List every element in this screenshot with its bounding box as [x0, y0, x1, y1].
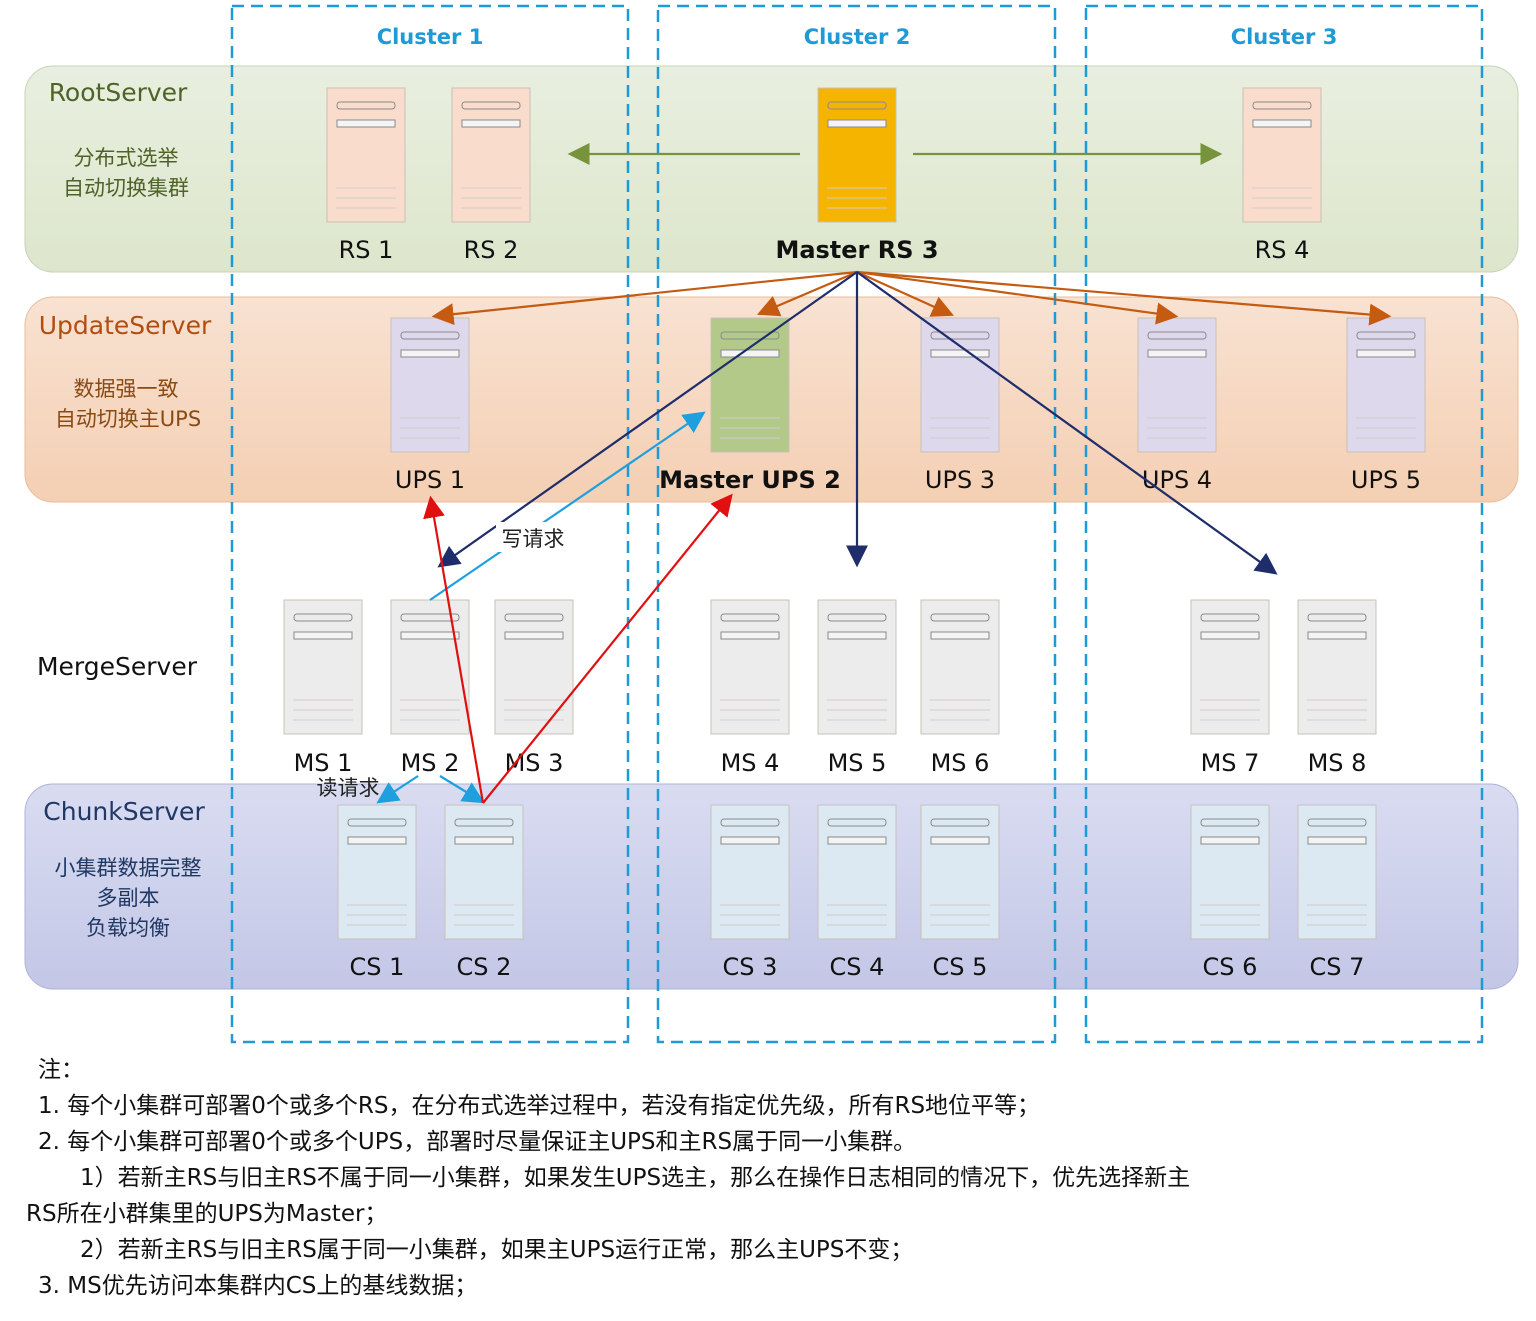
cs-server-3[interactable] — [710, 804, 790, 940]
rs-to-ms-c3-arrow — [856, 271, 1278, 575]
arrows — [376, 143, 1392, 804]
rs-server-4[interactable] — [1242, 87, 1322, 223]
note-1: 1. 每个小集群可部署0个或多个RS，在分布式选举过程中，若没有指定优先级，所有… — [38, 1093, 1041, 1119]
chunkserver-desc-2: 多副本 — [97, 886, 160, 910]
ups-label-3: UPS 3 — [925, 466, 995, 494]
cluster-1-label: Cluster 1 — [377, 25, 484, 49]
ms-server-1[interactable] — [283, 599, 363, 735]
ups-server-2[interactable] — [710, 317, 790, 453]
note-2-1: 1）若新主RS与旧主RS不属于同一小集群，如果发生UPS选主，那么在操作日志相同… — [80, 1165, 1191, 1191]
ms-label-7: MS 7 — [1201, 749, 1260, 777]
cluster-2-box — [656, 4, 1057, 1044]
ups-server-1[interactable] — [390, 317, 470, 453]
cs-server-7[interactable] — [1297, 804, 1377, 940]
rs-server-2[interactable] — [451, 87, 531, 223]
ups-server-5[interactable] — [1346, 317, 1426, 453]
ms-label-8: MS 8 — [1308, 749, 1367, 777]
ups-label-2: Master UPS 2 — [659, 466, 841, 494]
ups-label-5: UPS 5 — [1351, 466, 1421, 494]
ms-server-6[interactable] — [920, 599, 1000, 735]
rootserver-desc-2: 自动切换集群 — [63, 176, 189, 200]
ups-server-3[interactable] — [920, 317, 1000, 453]
rs-label-3: Master RS 3 — [775, 236, 938, 264]
rootserver-title: RootServer — [49, 78, 188, 107]
ms-server-3[interactable] — [494, 599, 574, 735]
cs-label-4: CS 4 — [830, 953, 885, 981]
chunkserver-title: ChunkServer — [43, 797, 205, 826]
updateserver-title: UpdateServer — [39, 311, 212, 340]
cs-to-ups2-arrow — [482, 493, 733, 804]
updateserver-desc-1: 数据强一致 — [74, 377, 179, 401]
ups-label-4: UPS 4 — [1142, 466, 1212, 494]
ms-server-7[interactable] — [1190, 599, 1270, 735]
note-3: 3. MS优先访问本集群内CS上的基线数据； — [38, 1273, 478, 1299]
cs-server-6[interactable] — [1190, 804, 1270, 940]
cs-label-7: CS 7 — [1310, 953, 1365, 981]
notes: 注： 1. 每个小集群可部署0个或多个RS，在分布式选举过程中，若没有指定优先级… — [26, 1052, 1191, 1304]
rs-label-1: RS 1 — [339, 236, 394, 264]
read-request-arrow-cs2 — [439, 775, 485, 804]
updateserver-desc-2: 自动切换主UPS — [55, 407, 201, 431]
ms-server-2[interactable] — [390, 599, 470, 735]
rs-to-ups2-arrow — [756, 270, 858, 317]
cs-server-2[interactable] — [444, 804, 524, 940]
read-request-label: 读请求 — [317, 776, 380, 800]
ms-label-6: MS 6 — [931, 749, 990, 777]
cs-label-2: CS 2 — [457, 953, 512, 981]
chunkserver-desc-1: 小集群数据完整 — [55, 856, 202, 880]
cs-label-5: CS 5 — [933, 953, 988, 981]
rs-to-ups5-arrow — [856, 270, 1392, 326]
write-request-arrow — [429, 411, 706, 601]
rs-server-3[interactable] — [817, 87, 897, 223]
rootserver-desc-1: 分布式选举 — [74, 146, 179, 170]
cluster-3-label: Cluster 3 — [1231, 25, 1338, 49]
cs-label-1: CS 1 — [350, 953, 405, 981]
ms-server-4[interactable] — [710, 599, 790, 735]
rs-to-ups3-arrow — [856, 270, 955, 317]
ms-server-8[interactable] — [1297, 599, 1377, 735]
cs-server-5[interactable] — [920, 804, 1000, 940]
mergeserver-title: MergeServer — [37, 652, 198, 681]
note-2-1-cont: RS所在小群集里的UPS为Master； — [26, 1201, 388, 1227]
ms-label-5: MS 5 — [828, 749, 887, 777]
cs-to-ups1-arrow — [423, 495, 485, 804]
rs-label-4: RS 4 — [1255, 236, 1310, 264]
notes-heading: 注： — [38, 1057, 84, 1083]
read-request-arrow-cs1 — [376, 775, 419, 804]
note-2-2: 2）若新主RS与旧主RS属于同一小集群，如果主UPS运行正常，那么主UPS不变； — [80, 1237, 914, 1263]
rs-to-ups1-arrow — [431, 270, 858, 326]
ups-server-4[interactable] — [1137, 317, 1217, 453]
rs-to-ms-c1-arrow — [437, 271, 858, 568]
cs-server-4[interactable] — [817, 804, 897, 940]
ms-label-2: MS 2 — [401, 749, 460, 777]
ms-label-4: MS 4 — [721, 749, 780, 777]
note-2: 2. 每个小集群可部署0个或多个UPS，部署时尽量保证主UPS和主RS属于同一小… — [38, 1129, 917, 1155]
cluster-2-label: Cluster 2 — [804, 25, 911, 49]
rs-server-1[interactable] — [326, 87, 406, 223]
ms-label-1: MS 1 — [294, 749, 353, 777]
write-request-label: 写请求 — [502, 527, 565, 551]
chunkserver-desc-3: 负载均衡 — [86, 916, 170, 940]
ms-label-3: MS 3 — [505, 749, 564, 777]
cs-label-6: CS 6 — [1203, 953, 1258, 981]
cs-label-3: CS 3 — [723, 953, 778, 981]
ms-server-5[interactable] — [817, 599, 897, 735]
ups-label-1: UPS 1 — [395, 466, 465, 494]
architecture-diagram: Cluster 1 Cluster 2 Cluster 3 RootServer 分… — [24, 4, 1519, 1044]
cluster-3-box — [1084, 4, 1484, 1044]
cluster-1-box — [230, 4, 630, 1044]
rs-label-2: RS 2 — [464, 236, 519, 264]
rs-to-ups4-arrow — [856, 270, 1179, 325]
cs-server-1[interactable] — [337, 804, 417, 940]
